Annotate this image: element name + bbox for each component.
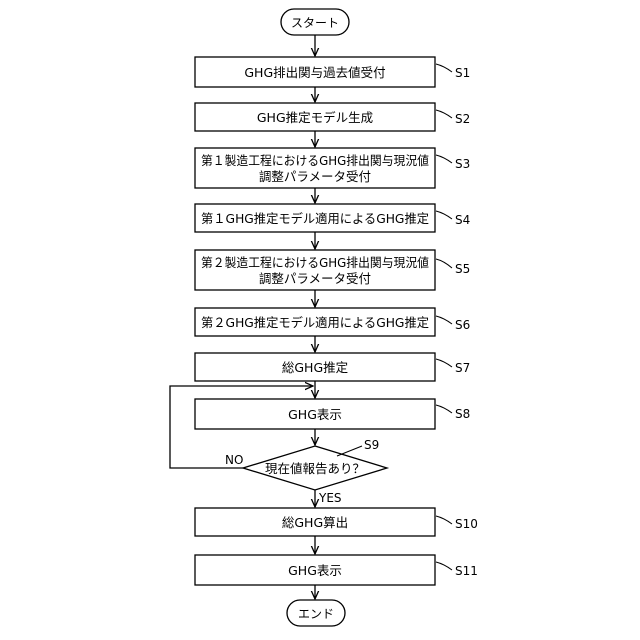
end-label: エンド	[298, 607, 334, 621]
leader-s9	[337, 446, 362, 456]
step-id-s1: S1	[455, 66, 470, 80]
step-s1: GHG排出関与過去値受付	[195, 57, 435, 87]
leader-s7	[436, 359, 452, 367]
step-s6: 第２GHG推定モデル適用によるGHG推定	[195, 308, 435, 336]
step-s4-text: 第１GHG推定モデル適用によるGHG推定	[201, 211, 429, 226]
step-s5-text-line2: 調整パラメータ受付	[259, 271, 371, 286]
step-id-s3: S3	[455, 157, 470, 171]
leader-s2	[436, 110, 452, 118]
step-s3-text-line1: 第１製造工程におけるGHG排出関与現況値	[201, 153, 429, 168]
step-id-s11: S11	[455, 564, 478, 578]
leader-s3	[436, 155, 452, 163]
step-id-s7: S7	[455, 361, 470, 375]
step-s10-text: 総GHG算出	[282, 515, 348, 530]
step-id-s6: S6	[455, 318, 470, 332]
step-s4: 第１GHG推定モデル適用によるGHG推定	[195, 204, 435, 232]
leader-s10	[436, 516, 452, 524]
step-s7-text: 総GHG推定	[282, 360, 348, 375]
step-s5-text-line1: 第２製造工程におけるGHG排出関与現況値	[201, 255, 429, 270]
step-s6-text: 第２GHG推定モデル適用によるGHG推定	[201, 315, 429, 330]
step-s11-text: GHG表示	[288, 563, 342, 578]
no-label: NO	[225, 453, 243, 467]
yes-label: YES	[318, 491, 342, 505]
step-s8: GHG表示	[195, 399, 435, 429]
leader-s6	[436, 316, 452, 324]
step-id-s2: S2	[455, 112, 470, 126]
step-id-s8: S8	[455, 407, 470, 421]
step-s5: 第２製造工程におけるGHG排出関与現況値 調整パラメータ受付	[195, 250, 435, 290]
decision-s9-text: 現在値報告あり？	[265, 461, 365, 476]
start-label: スタート	[291, 16, 339, 30]
step-id-s10: S10	[455, 517, 478, 531]
start-terminal: スタート	[281, 9, 349, 35]
step-s3: 第１製造工程におけるGHG排出関与現況値 調整パラメータ受付	[195, 148, 435, 188]
leader-s11	[436, 562, 452, 570]
leader-s5	[436, 259, 452, 268]
leader-s4	[436, 211, 452, 219]
step-id-s4: S4	[455, 213, 470, 227]
leader-s8	[436, 405, 452, 413]
step-s1-text: GHG排出関与過去値受付	[244, 65, 385, 80]
leader-s1	[436, 64, 452, 72]
step-s2: GHG推定モデル生成	[195, 103, 435, 131]
end-terminal: エンド	[287, 600, 345, 626]
step-s11: GHG表示	[195, 555, 435, 585]
step-id-s5: S5	[455, 262, 470, 276]
step-s7: 総GHG推定	[195, 353, 435, 381]
step-s2-text: GHG推定モデル生成	[257, 110, 373, 125]
decision-s9: 現在値報告あり？	[243, 446, 387, 490]
step-id-s9: S9	[364, 438, 379, 452]
step-s3-text-line2: 調整パラメータ受付	[259, 169, 371, 184]
step-s10: 総GHG算出	[195, 508, 435, 536]
step-s8-text: GHG表示	[288, 407, 342, 422]
